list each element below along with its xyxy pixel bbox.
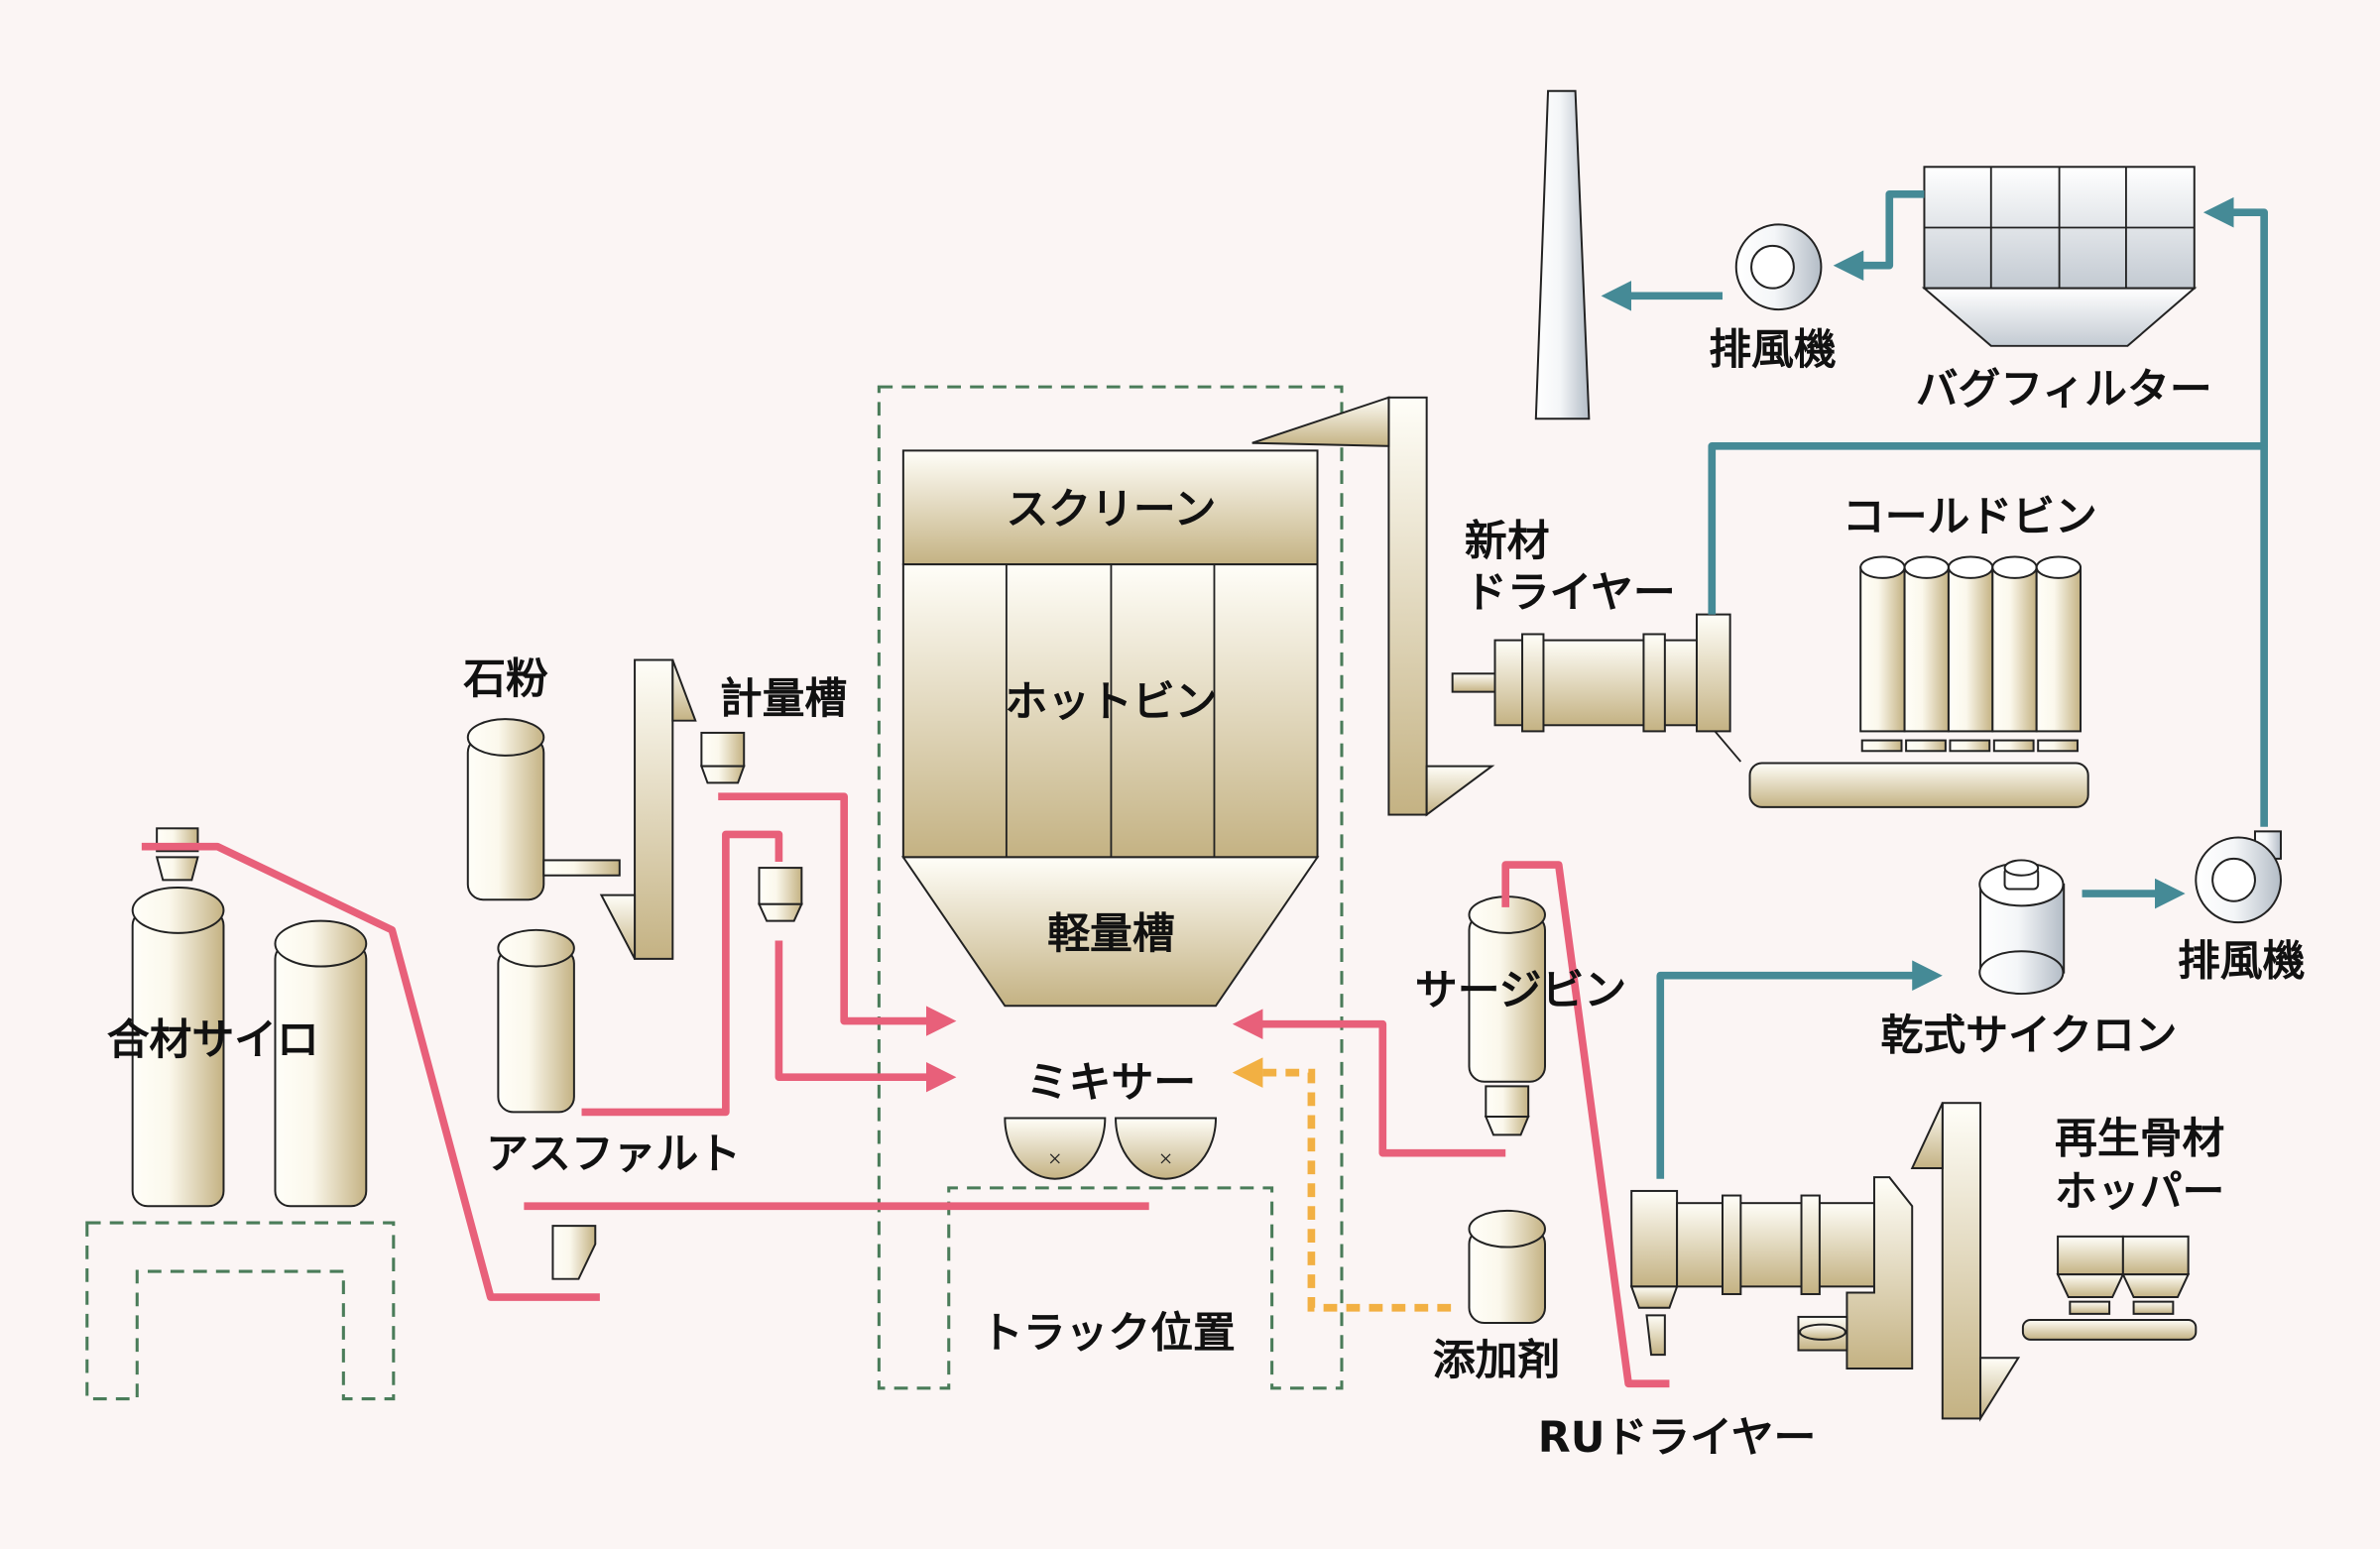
label-dry-cyclone: 乾式サイクロン xyxy=(1881,1012,2178,1061)
label-surge-bin: サージビン xyxy=(1415,966,1626,1015)
label-rap-hopper-1: 再生骨材 xyxy=(2055,1115,2224,1164)
label-stone-powder: 石粉 xyxy=(463,655,548,704)
bag-filter xyxy=(1921,166,2198,347)
label-rap-hopper-2: ホッパー xyxy=(2055,1167,2224,1217)
mixture-silos xyxy=(131,827,368,1208)
rap-elevator xyxy=(1910,1102,2021,1422)
label-additive: 添加剤 xyxy=(1433,1336,1560,1385)
material-flow-lines xyxy=(141,792,1670,1388)
rap-hoppers xyxy=(2021,1235,2198,1341)
chimney-stack xyxy=(1534,89,1591,420)
light-weigh-tank xyxy=(900,856,1320,1008)
label-hot-bin: ホットビン xyxy=(1005,677,1217,727)
ru-dryer xyxy=(1629,1176,1914,1370)
exhaust-fan-bottom-icon xyxy=(2195,830,2282,924)
hot-elevator xyxy=(1251,396,1495,817)
asphalt-weigh-hopper xyxy=(757,867,803,922)
label-truck-position: トラック位置 xyxy=(981,1309,1236,1359)
svg-text:×: × xyxy=(1048,1145,1062,1172)
label-screen: スクリーン xyxy=(1006,485,1216,535)
label-exhaust-fan-bottom: 排風機 xyxy=(2178,937,2306,987)
new-material-dryer xyxy=(1451,613,1742,763)
label-light-tank: 軽量槽 xyxy=(1047,909,1174,959)
label-cold-bin: コールドビン xyxy=(1843,492,2097,541)
svg-text:×: × xyxy=(1159,1145,1173,1172)
label-exhaust-fan-top: 排風機 xyxy=(1709,325,1837,375)
cold-bins xyxy=(1748,555,2089,808)
silo-base-zone xyxy=(85,1221,396,1401)
truck-chute xyxy=(551,1225,597,1280)
filler-elevator xyxy=(599,658,697,960)
asphalt-tank xyxy=(497,928,575,1114)
rap-conveyor xyxy=(2021,1318,2198,1341)
label-asphalt: アスファルト xyxy=(486,1130,741,1179)
exhaust-fan-top-icon xyxy=(1734,223,1823,311)
hot-bin xyxy=(901,563,1319,859)
label-bag-filter: バグフィルター xyxy=(1916,365,2212,415)
label-silo: 合材サイロ xyxy=(107,1015,319,1065)
additive-flow-line xyxy=(1232,1057,1452,1312)
cold-bin-conveyor xyxy=(1748,762,2089,808)
gas-flow-lines xyxy=(1601,189,2268,1179)
mixer-icon: × × xyxy=(1004,1117,1218,1180)
label-new-dryer-1: 新材 xyxy=(1465,517,1550,566)
weigh-tank xyxy=(699,731,746,784)
dry-cyclone xyxy=(1978,859,2066,996)
label-weigh-tank: 計量槽 xyxy=(720,674,847,724)
surge-bin xyxy=(1468,895,1546,1136)
label-ru-dryer: RUドライヤー xyxy=(1538,1413,1817,1463)
additive-tank xyxy=(1468,1209,1546,1325)
label-mixer: ミキサー xyxy=(1026,1058,1196,1108)
stone-powder-tank xyxy=(466,718,621,901)
plant-tower-zone xyxy=(877,385,1344,1390)
label-new-dryer-2: ドライヤー xyxy=(1465,568,1676,618)
